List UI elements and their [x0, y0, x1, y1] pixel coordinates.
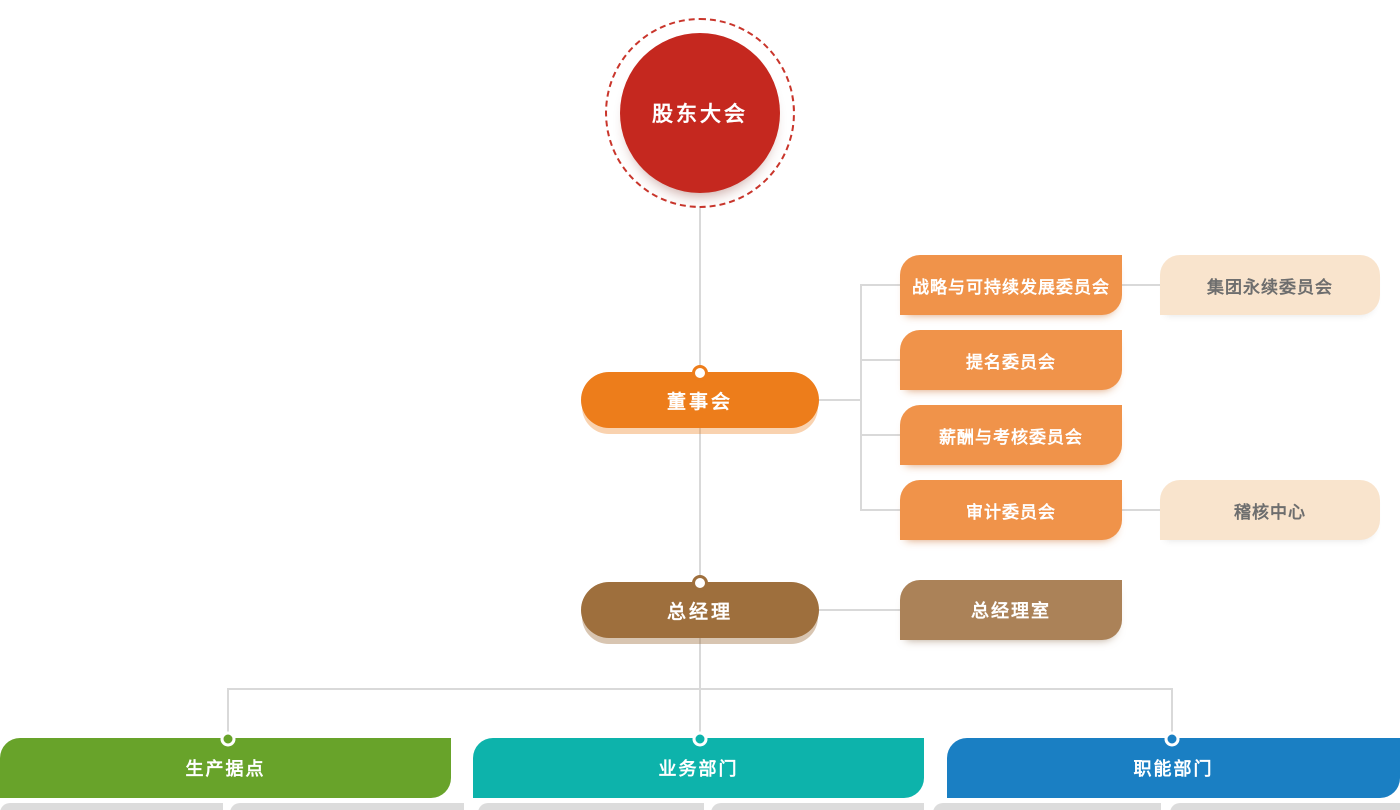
connector-line [818, 399, 862, 401]
dept-production-dot [220, 731, 236, 747]
next-row-sliver [478, 803, 704, 810]
shareholders-meeting-node: 股东大会 [620, 33, 780, 193]
gm-connector-dot [692, 575, 708, 591]
dept-functional-dot [1164, 731, 1180, 747]
committee-box-remuneration: 薪酬与考核委员会 [900, 405, 1122, 465]
next-row-sliver [1170, 803, 1400, 810]
aux-box-audit-center: 稽核中心 [1160, 480, 1380, 540]
connector-line [1122, 284, 1160, 286]
connector-line [1122, 509, 1160, 511]
board-node: 董事会 [581, 372, 819, 428]
dept-bar-production: 生产据点 [0, 738, 451, 798]
next-row-sliver [0, 803, 223, 810]
shareholders-dotted-ring [605, 18, 795, 208]
connector-line [699, 428, 701, 584]
dept-bar-business: 业务部门 [473, 738, 924, 798]
connector-line [699, 206, 701, 372]
connector-line [227, 688, 229, 740]
connector-line [227, 688, 1173, 690]
dept-business-dot [692, 731, 708, 747]
connector-line [860, 284, 862, 511]
connector-line [818, 609, 900, 611]
connector-line [861, 359, 901, 361]
next-row-sliver [711, 803, 924, 810]
connector-line [861, 284, 901, 286]
general-manager-node: 总经理 [581, 582, 819, 638]
committee-box-strategy: 战略与可持续发展委员会 [900, 255, 1122, 315]
connector-line [1171, 688, 1173, 740]
connector-line [861, 509, 901, 511]
dept-bar-functional: 职能部门 [947, 738, 1400, 798]
connector-line [861, 434, 901, 436]
committee-box-nomination: 提名委员会 [900, 330, 1122, 390]
aux-box-sustainability: 集团永续委员会 [1160, 255, 1380, 315]
next-row-sliver [230, 803, 464, 810]
board-connector-dot [692, 365, 708, 381]
gm-office-box: 总经理室 [900, 580, 1122, 640]
committee-box-audit: 审计委员会 [900, 480, 1122, 540]
next-row-sliver [933, 803, 1161, 810]
